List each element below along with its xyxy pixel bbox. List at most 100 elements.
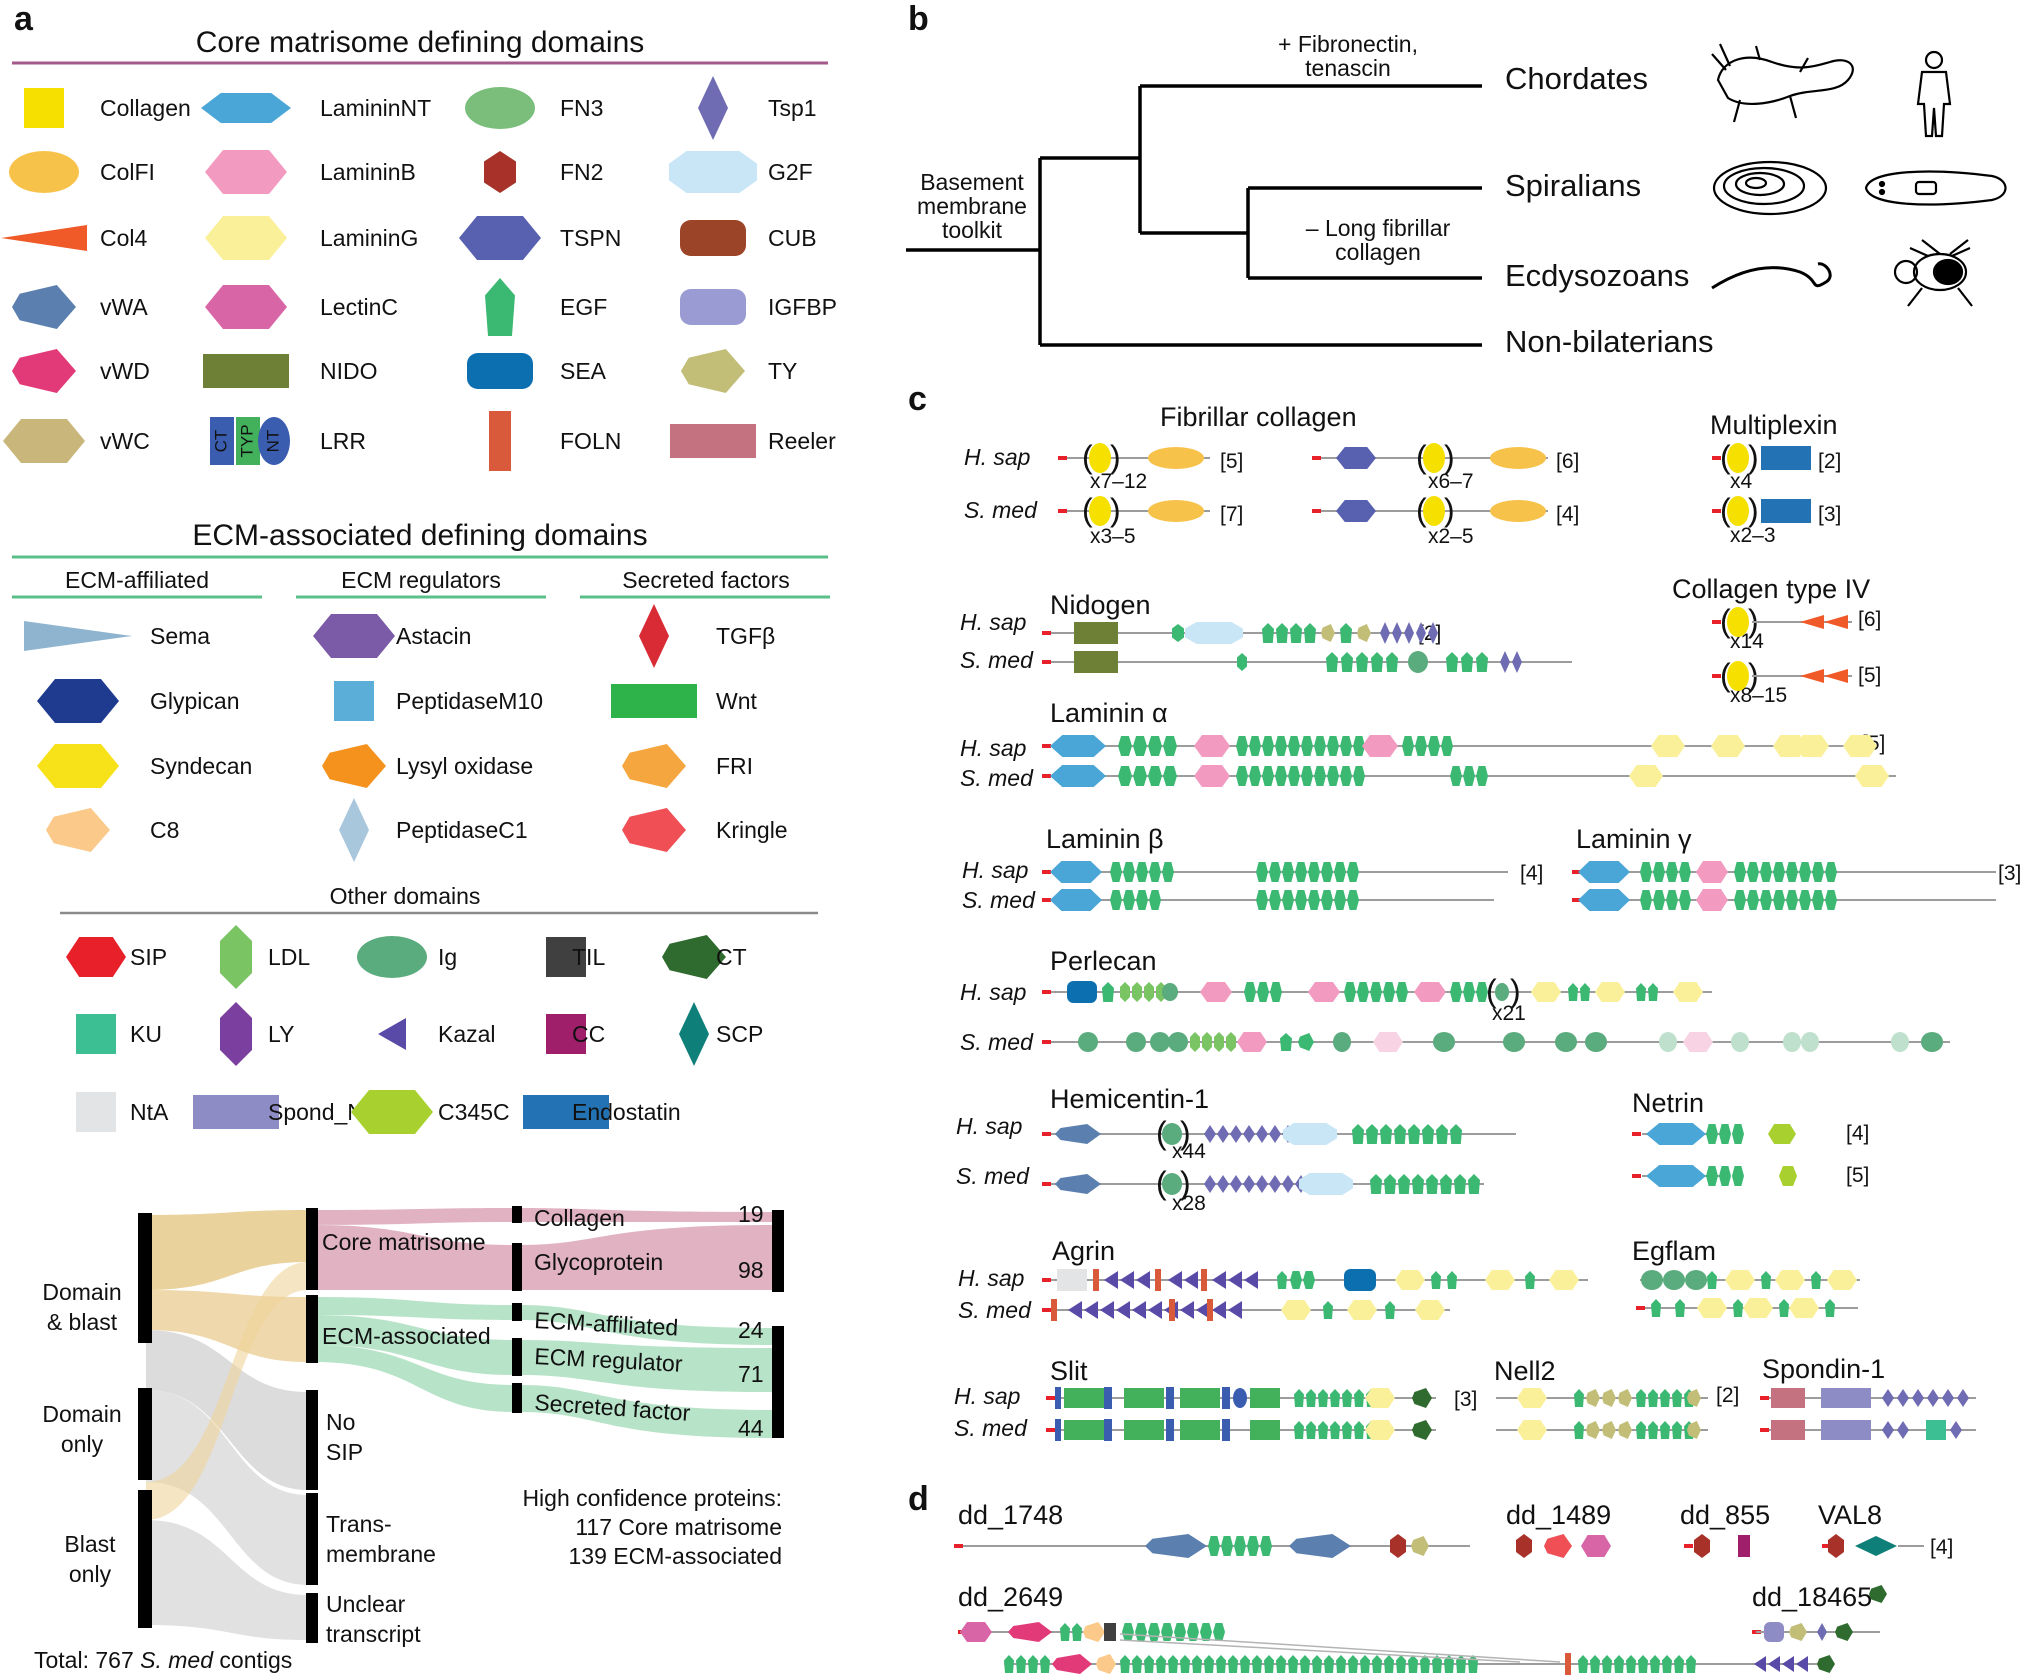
legend-label-colfi: ColFI bbox=[100, 159, 155, 185]
node-domain-only bbox=[138, 1388, 152, 1480]
egf-domain bbox=[1282, 890, 1294, 910]
ldl-domain bbox=[1190, 1032, 1200, 1052]
legend-label-wnt: Wnt bbox=[716, 688, 758, 714]
sip-domain bbox=[1042, 870, 1051, 874]
egf-domain bbox=[1707, 1271, 1717, 1289]
egf-domain bbox=[1436, 1124, 1448, 1144]
egf-domain bbox=[1247, 1536, 1259, 1556]
egf-domain bbox=[1290, 1271, 1302, 1289]
egf-domain bbox=[1330, 1421, 1340, 1439]
lrr-domain bbox=[1094, 1420, 1104, 1440]
ig-domain-faded bbox=[1891, 1032, 1909, 1052]
lamininb-domain-faded bbox=[1373, 1032, 1403, 1052]
egf-domain bbox=[1149, 890, 1161, 910]
egf-domain bbox=[1352, 1124, 1364, 1144]
kazal-domain bbox=[1212, 1301, 1226, 1319]
kazal-domain bbox=[1100, 1301, 1114, 1319]
lamininb-domain bbox=[1237, 1032, 1267, 1052]
lamininnt-domain bbox=[1050, 861, 1102, 883]
repeat-bracket-close: ) bbox=[1444, 439, 1455, 475]
title-egflam: Egflam bbox=[1632, 1236, 1716, 1266]
lamininnt-domain bbox=[1646, 1123, 1706, 1145]
label-ecm-associated: ECM-associated bbox=[322, 1323, 491, 1349]
contig-dd-1489: dd_1489 bbox=[1506, 1500, 1611, 1530]
cub-icon bbox=[680, 220, 746, 256]
egf-domain bbox=[1732, 1166, 1744, 1186]
egf-domain bbox=[1426, 1174, 1438, 1194]
lrr-part-label: NT bbox=[263, 430, 282, 453]
ldl-domain bbox=[1132, 982, 1142, 1002]
tsp1-domain bbox=[1256, 1125, 1268, 1143]
egf-domain bbox=[1168, 1655, 1178, 1673]
title-spondin: Spondin-1 bbox=[1762, 1354, 1885, 1384]
legend-label-lysyl-oxidase: Lysyl oxidase bbox=[396, 753, 533, 779]
lrr-nt bbox=[1166, 1419, 1174, 1441]
egf-domain bbox=[1760, 862, 1772, 882]
egf-domain bbox=[1779, 1299, 1789, 1317]
ig-domain bbox=[1921, 1032, 1943, 1052]
ty-icon bbox=[681, 349, 745, 393]
ig-domain bbox=[1585, 1032, 1607, 1052]
count-laminin-g: [3] bbox=[1998, 862, 2021, 885]
egf-domain bbox=[1706, 1124, 1718, 1144]
egf-domain bbox=[1590, 1655, 1600, 1673]
total-prefix: Total: 767 bbox=[34, 1647, 140, 1673]
human-icon bbox=[1916, 50, 1952, 138]
tsp1-domain bbox=[1882, 1389, 1894, 1407]
sea-domain bbox=[1344, 1269, 1376, 1291]
lrr-domain bbox=[1200, 1388, 1210, 1408]
laminingg-domain bbox=[1395, 1270, 1425, 1290]
egf-domain bbox=[1638, 1655, 1648, 1673]
kazal-domain bbox=[1120, 1271, 1134, 1289]
egf-domain bbox=[1370, 1174, 1382, 1194]
sip-domain bbox=[1712, 674, 1721, 678]
egf-domain bbox=[1314, 736, 1326, 756]
tgf--icon bbox=[639, 604, 669, 668]
egf-domain bbox=[1290, 623, 1302, 643]
repeat-fib-4: x2–5 bbox=[1428, 525, 1474, 548]
lamininnt-domain bbox=[1578, 889, 1630, 911]
ig-domain bbox=[1433, 1032, 1455, 1052]
egf-domain bbox=[1303, 1271, 1315, 1289]
title-laminin-gamma: Laminin γ bbox=[1576, 824, 1692, 854]
egf-domain bbox=[1321, 862, 1333, 882]
col4-domain bbox=[1800, 669, 1824, 683]
egf-domain bbox=[1666, 890, 1678, 910]
egf-domain bbox=[1294, 1389, 1304, 1407]
ty-domain bbox=[1321, 624, 1335, 642]
egf-domain bbox=[1420, 1655, 1430, 1673]
cc-icon bbox=[546, 1014, 586, 1054]
egf-domain bbox=[1118, 736, 1132, 756]
egf-domain bbox=[1213, 1623, 1225, 1641]
count-val8: [4] bbox=[1930, 1536, 1953, 1559]
lamininnt-icon bbox=[201, 93, 291, 123]
clade-non-bilaterians: Non-bilaterians bbox=[1505, 324, 1714, 359]
ldl-domain bbox=[1202, 1032, 1212, 1052]
ig-domain bbox=[1408, 651, 1428, 673]
repeat-hemicentin-1: x44 bbox=[1172, 1140, 1206, 1163]
egf-domain bbox=[1398, 1174, 1410, 1194]
foln-domain bbox=[1201, 1269, 1207, 1291]
egf-domain bbox=[1348, 1655, 1358, 1673]
ct-domain bbox=[1869, 1585, 1887, 1603]
kazal-domain bbox=[1184, 1271, 1198, 1289]
flow-domainonly-tm bbox=[146, 1390, 308, 1585]
egf-domain bbox=[1461, 652, 1473, 672]
ig-domain bbox=[1162, 983, 1178, 1001]
repeat-bracket-close: ) bbox=[1110, 439, 1121, 475]
nido-icon bbox=[203, 354, 289, 388]
egf-domain bbox=[1679, 890, 1691, 910]
egf-domain bbox=[1172, 624, 1184, 642]
egf-domain bbox=[1476, 766, 1488, 786]
label-transmembrane: Trans-membrane bbox=[326, 1511, 436, 1567]
lrr-domain bbox=[1134, 1420, 1144, 1440]
egf-domain bbox=[1324, 1655, 1334, 1673]
lrr-part-typ bbox=[236, 417, 260, 465]
egf-domain bbox=[1408, 1124, 1420, 1144]
egf-domain bbox=[1149, 862, 1161, 882]
lrr-domain bbox=[1144, 1420, 1154, 1440]
panel-label-a: a bbox=[14, 0, 34, 38]
kazal-domain bbox=[1116, 1301, 1130, 1319]
count-col4-smed: [5] bbox=[1858, 664, 1881, 687]
